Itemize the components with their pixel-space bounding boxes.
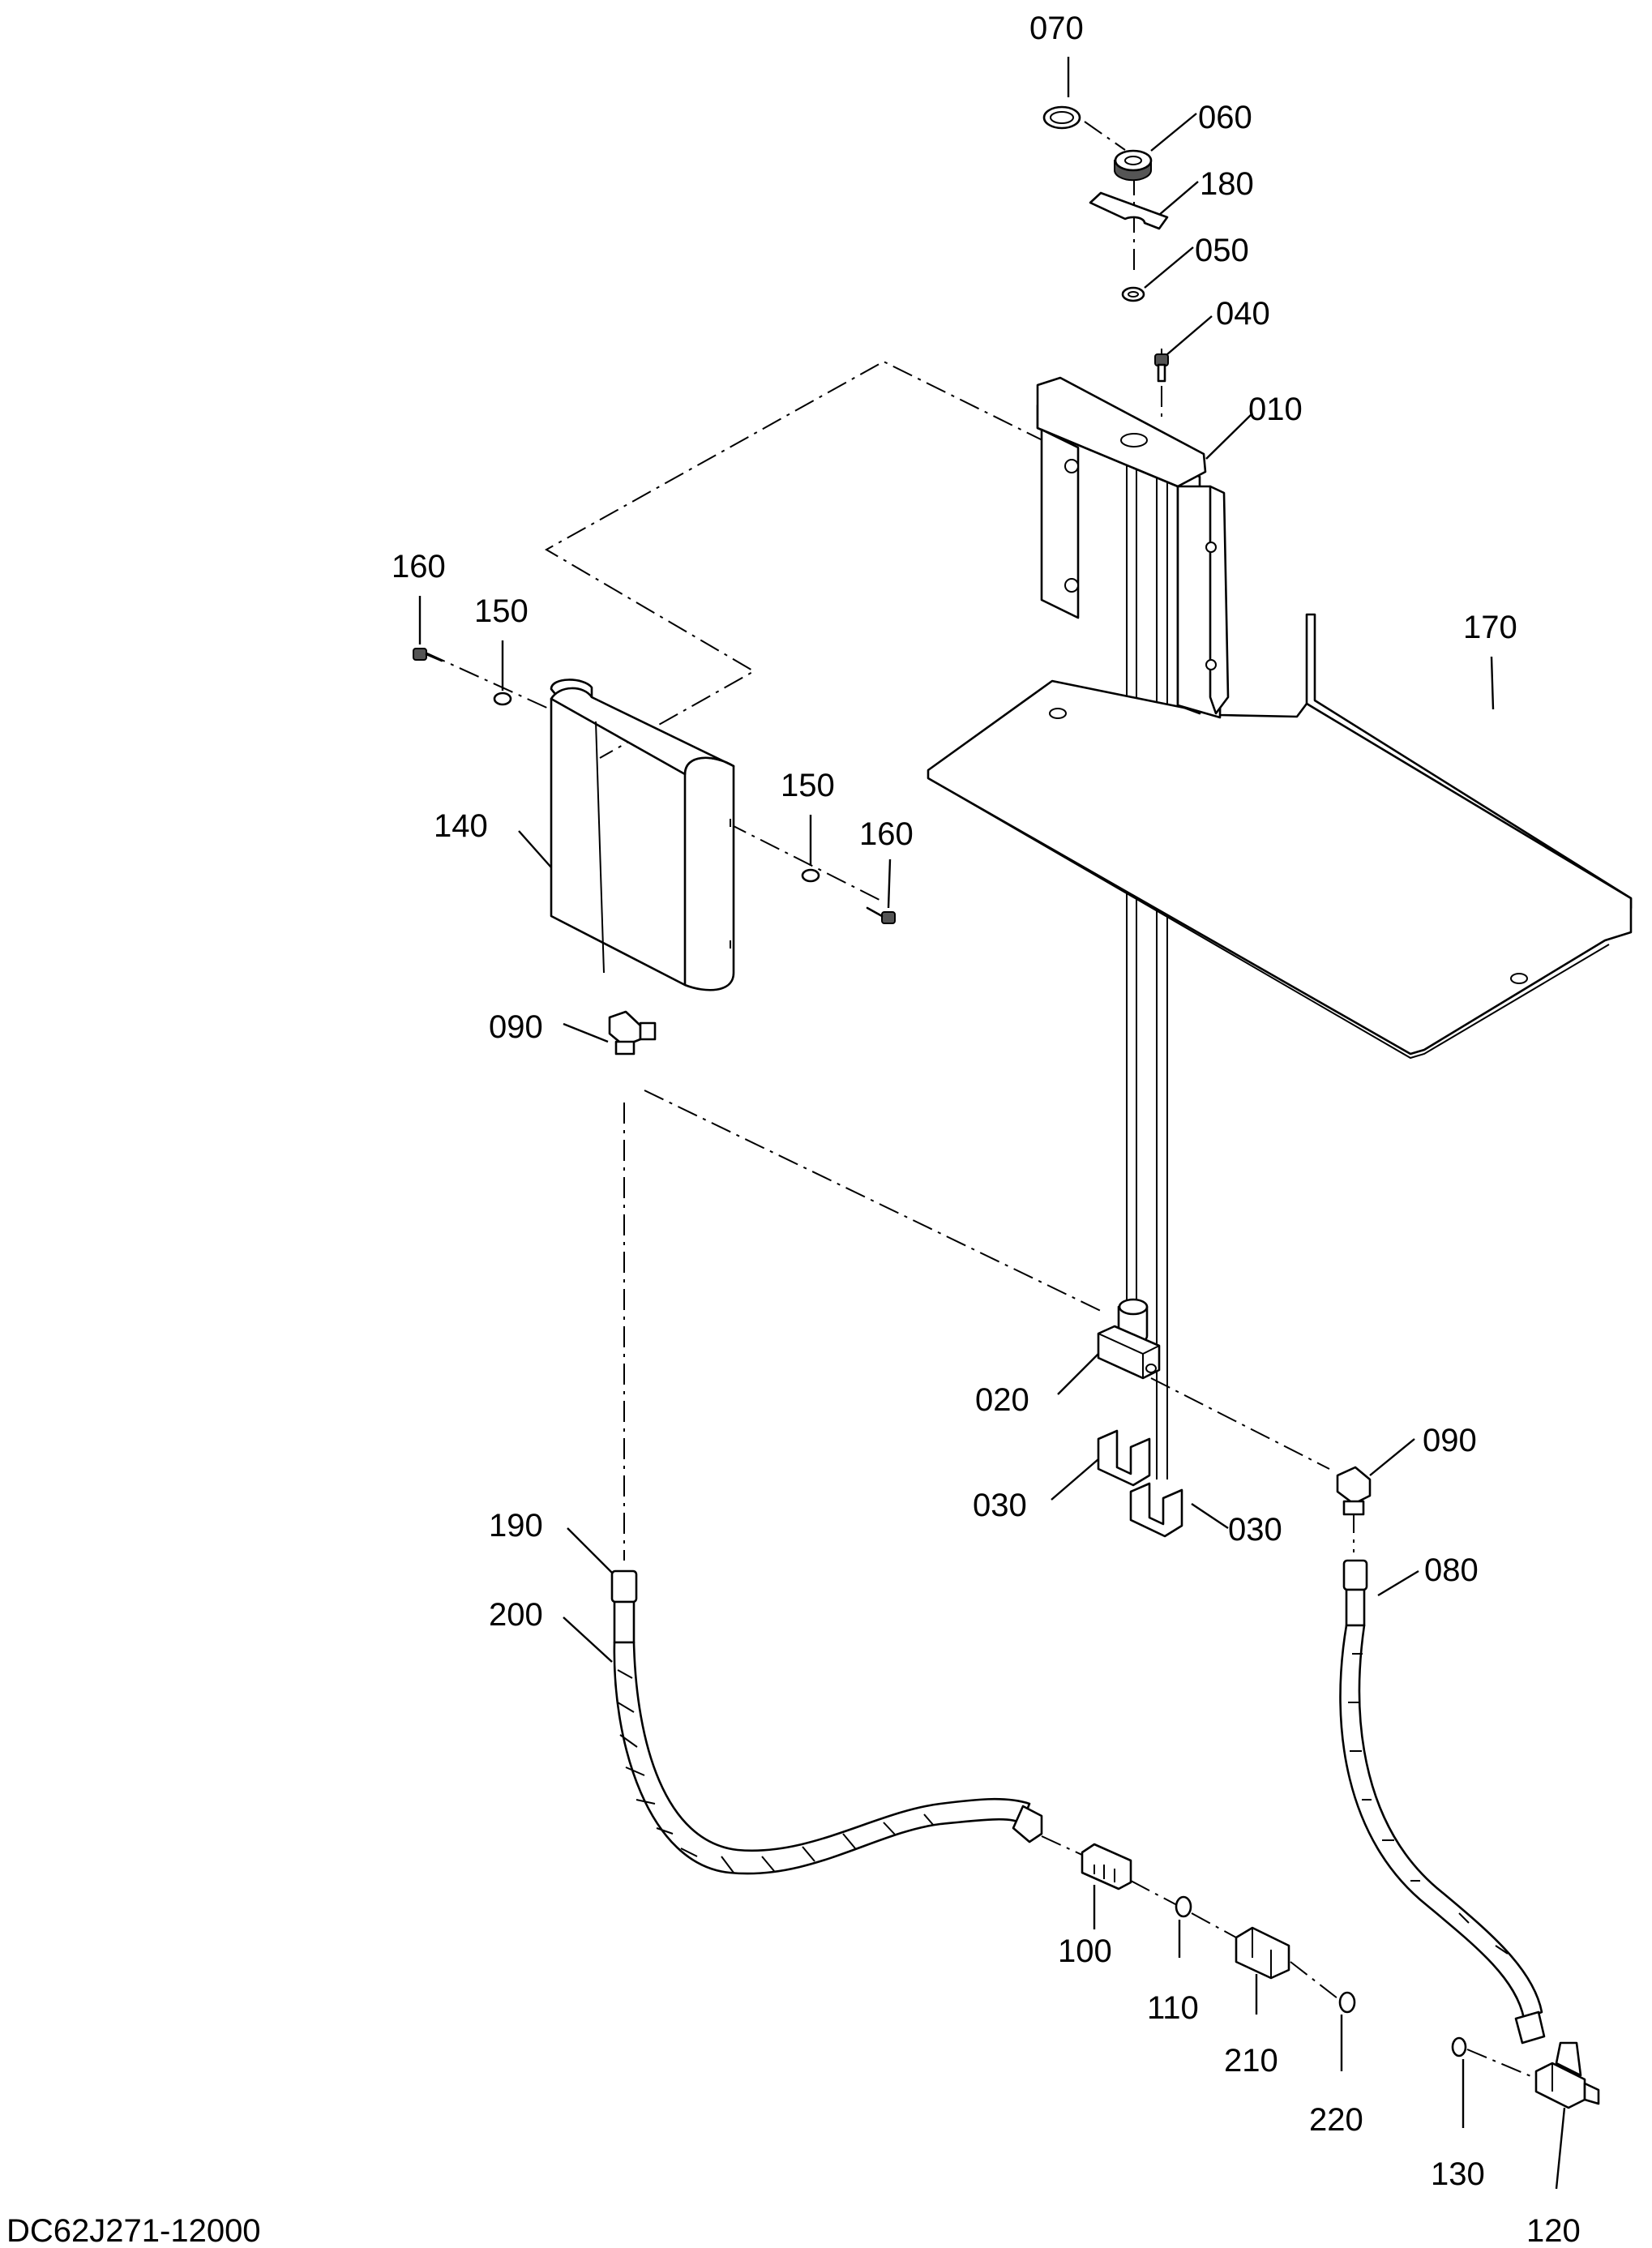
callout-050: 050 — [1195, 233, 1249, 268]
callout-220: 220 — [1309, 2102, 1363, 2138]
leader-lines — [418, 57, 1566, 2190]
callout-200: 200 — [489, 1597, 543, 1633]
callout-120: 120 — [1526, 2213, 1581, 2248]
hose-200 — [610, 1569, 1043, 1875]
callout-020: 020 — [975, 1382, 1029, 1418]
callout-210: 210 — [1224, 2043, 1278, 2079]
callout-060: 060 — [1198, 100, 1252, 135]
callout-080: 080 — [1424, 1552, 1479, 1588]
assembly-centerlines — [425, 121, 1545, 2083]
base-plate-170 — [927, 613, 1633, 1060]
bolt-040 — [1154, 353, 1169, 383]
callout-160-right: 160 — [859, 816, 914, 852]
clip-030-left — [1097, 1429, 1151, 1487]
washer-130 — [1451, 2036, 1467, 2057]
clip-030-right — [1129, 1482, 1183, 1538]
fitting-100 — [1081, 1843, 1132, 1890]
callout-190: 190 — [489, 1508, 543, 1544]
elbow-090-right — [1336, 1466, 1372, 1516]
washer-150-right — [801, 868, 820, 883]
adapter-210 — [1235, 1926, 1290, 1980]
callout-180: 180 — [1200, 166, 1254, 202]
callout-labels: 070 060 180 050 040 010 170 160 150 140 … — [392, 11, 1581, 2248]
cover-140 — [550, 679, 735, 991]
callout-040: 040 — [1216, 296, 1270, 332]
callout-030-right: 030 — [1228, 1512, 1282, 1548]
shim-plate-180 — [1089, 191, 1169, 230]
callout-110: 110 — [1147, 1990, 1199, 2026]
main-bracket-010 — [1036, 376, 1230, 719]
washer-150-left — [493, 692, 512, 706]
callout-090-right: 090 — [1423, 1423, 1477, 1458]
callout-010: 010 — [1248, 392, 1303, 427]
callout-170: 170 — [1463, 610, 1517, 645]
bushing-060 — [1114, 149, 1153, 182]
callout-160-left: 160 — [392, 549, 446, 584]
callout-150-left: 150 — [474, 593, 529, 629]
drawing-code: DC62J271-12000 — [6, 2213, 261, 2248]
tee-fitting-120 — [1534, 2041, 1600, 2109]
callout-090-left: 090 — [489, 1009, 543, 1045]
o-ring-070 — [1042, 105, 1081, 130]
callout-030-left: 030 — [973, 1488, 1027, 1523]
screw-160-right — [866, 906, 896, 924]
washer-050 — [1121, 286, 1145, 302]
elbow-090-left — [608, 1010, 657, 1055]
callout-140: 140 — [434, 808, 488, 844]
callout-070: 070 — [1029, 11, 1084, 46]
hose-080 — [1339, 1559, 1546, 2045]
callout-100: 100 — [1058, 1933, 1112, 1969]
washer-110 — [1175, 1895, 1192, 1918]
callout-130: 130 — [1431, 2156, 1485, 2192]
callout-150-right: 150 — [781, 768, 835, 803]
washer-220 — [1338, 1991, 1356, 2014]
screw-160-left — [413, 648, 443, 662]
block-020 — [1097, 1298, 1161, 1380]
